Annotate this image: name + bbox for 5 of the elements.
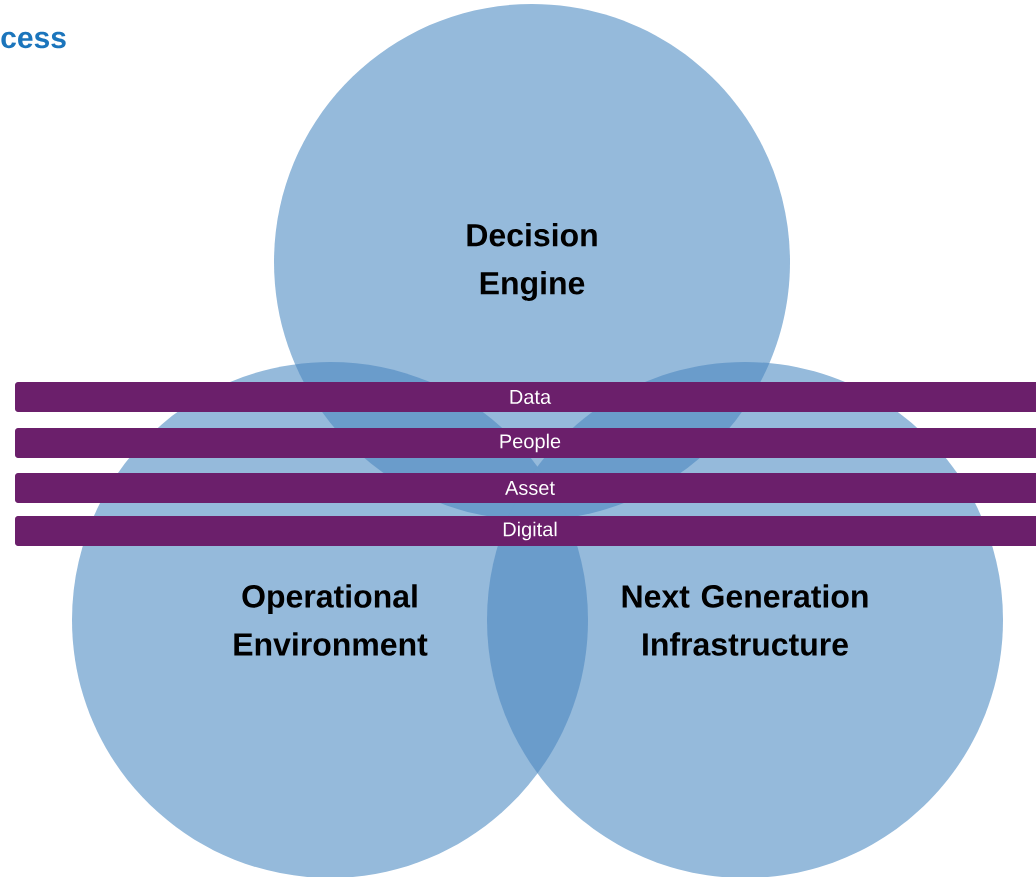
title: cess bbox=[1, 31, 66, 49]
layer-bar: Asset bbox=[15, 473, 1036, 503]
layer-bar: Data bbox=[15, 382, 1036, 412]
layer-bar: People bbox=[15, 428, 1036, 458]
layer-bar: Digital bbox=[15, 516, 1036, 546]
